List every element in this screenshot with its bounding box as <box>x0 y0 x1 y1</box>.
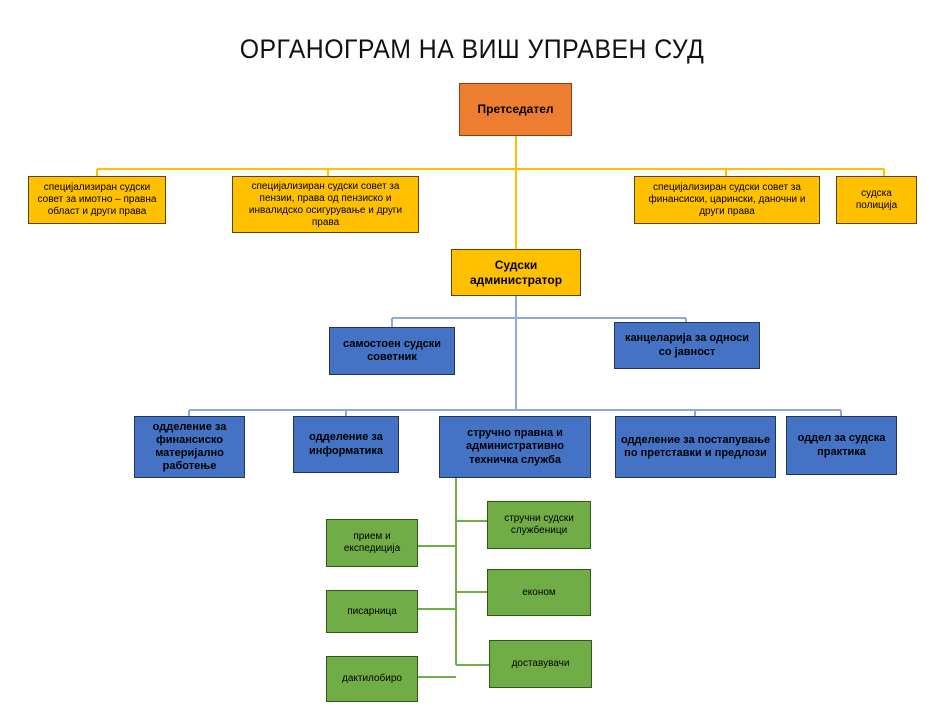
service-label: писарница <box>347 605 397 617</box>
court-administrator-box: Судски администратор <box>451 249 581 296</box>
department-label: оддел за судска практика <box>797 432 886 458</box>
council-label: специјализиран судски совет за имотно – … <box>37 182 157 217</box>
council-label: специјализиран судски совет за пензии, п… <box>248 180 403 228</box>
president-label: Претседател <box>477 102 554 117</box>
court-police-box: судска полиција <box>836 176 917 224</box>
service-label: стручни судски службеници <box>504 513 574 536</box>
president-box: Претседател <box>459 83 572 136</box>
public-relations-office-box: канцеларија за односи со јавност <box>614 322 760 369</box>
service-label: економ <box>522 586 556 598</box>
council-property-law-box: специјализиран судски совет за имотно – … <box>28 176 166 224</box>
informatics-department-box: одделение за информатика <box>293 416 399 473</box>
yellow-connectors <box>96 135 885 249</box>
green-connectors <box>418 478 489 678</box>
council-finance-customs-box: специјализиран судски совет за финансиск… <box>634 176 820 224</box>
typing-pool-box: дактилобиро <box>326 656 418 702</box>
service-label: доставувачи <box>511 658 570 669</box>
independent-advisor-box: самостоен судски советник <box>329 327 455 375</box>
department-label: одделение за финансиско материјално рабо… <box>152 420 227 473</box>
department-label: одделение за постапување по претставки и… <box>620 433 771 459</box>
department-label: стручно правна и административно техничк… <box>465 427 565 466</box>
council-label: судска полиција <box>855 188 898 211</box>
steward-box: економ <box>487 569 591 616</box>
page-title: ОРГАНОГРАМ НА ВИШ УПРАВЕН СУД <box>239 34 705 64</box>
advisor-label: канцеларија за односи со јавност <box>624 332 750 358</box>
administrator-label: Судски администратор <box>469 258 563 287</box>
reception-dispatch-box: прием и експедиција <box>326 519 418 567</box>
service-label: дактилобиро <box>342 673 402 684</box>
council-label: специјализиран судски совет за финансиск… <box>648 182 806 217</box>
advisor-label: самостоен судски советник <box>342 337 442 363</box>
finance-department-box: одделение за финансиско материјално рабо… <box>134 416 245 478</box>
service-label: прием и експедиција <box>343 531 401 554</box>
council-pensions-box: специјализиран судски совет за пензии, п… <box>232 176 419 233</box>
legal-admin-service-box: стручно правна и административно техничк… <box>439 416 591 478</box>
couriers-box: доставувачи <box>489 640 592 688</box>
professional-court-staff-box: стручни судски службеници <box>487 501 591 549</box>
department-label: одделение за информатика <box>308 431 384 457</box>
registry-box: писарница <box>326 590 418 633</box>
court-practice-section-box: оддел за судска практика <box>786 416 897 475</box>
petitions-department-box: одделение за постапување по претставки и… <box>615 416 776 478</box>
blue-connectors <box>188 296 842 416</box>
